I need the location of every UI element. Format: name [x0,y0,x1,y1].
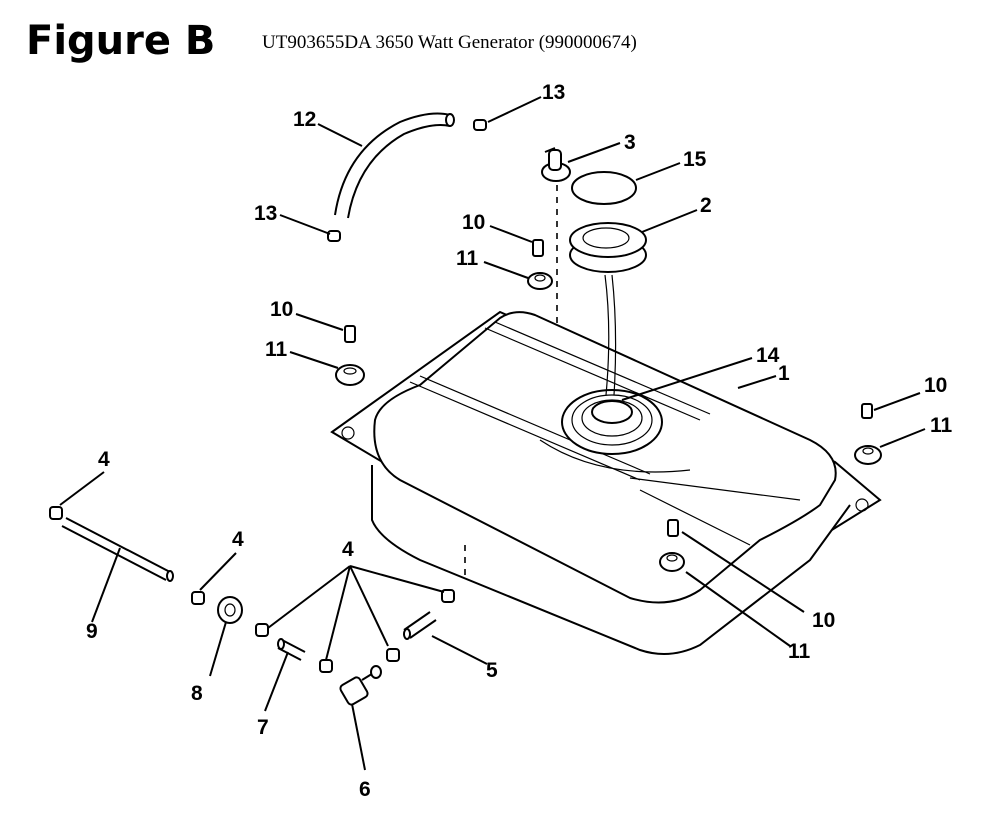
callout-4: 4 [342,538,354,561]
fuel-line-long [61,517,174,582]
hose-clamp [49,506,63,520]
callout-8: 8 [191,682,203,705]
callout-3: 3 [624,131,636,154]
callout-1: 1 [778,362,790,385]
fuel-tank [330,310,882,655]
callout-labels: 13 12 3 15 2 13 10 11 10 11 14 1 10 11 4… [86,81,953,801]
vent-hose [334,112,455,219]
hose-clamp-top [473,119,487,131]
callout-2: 2 [700,194,712,217]
callout-4: 4 [232,528,244,551]
callout-14: 14 [756,344,780,367]
figure-subtitle: UT903655DA 3650 Watt Generator (99000067… [262,32,637,53]
cap-tether [604,274,610,396]
callout-9: 9 [86,620,98,643]
callout-6: 6 [359,778,371,801]
spacer [861,403,873,419]
hose-clamp [255,623,269,637]
hose-clamp [386,648,400,662]
callout-10: 10 [812,609,835,632]
callout-11: 11 [788,640,811,663]
hose-clamp-left [327,230,341,242]
leader-lines [59,96,926,771]
spacer [344,325,356,343]
figure-title: Figure B [26,18,216,64]
callout-10: 10 [462,211,485,234]
hose-clamp [441,589,455,603]
fuel-shutoff-valve [339,665,382,706]
callout-10: 10 [270,298,293,321]
spacer [532,239,544,257]
callout-7: 7 [257,716,269,739]
callout-11: 11 [265,338,288,361]
callout-12: 12 [293,108,316,131]
callout-13: 13 [542,81,565,104]
hose-clamp [319,659,333,673]
callout-5: 5 [486,659,498,682]
grommet [527,272,553,290]
fuel-filter [217,596,243,624]
fuel-line-short [277,638,306,661]
callout-10: 10 [924,374,947,397]
callout-11: 11 [930,414,953,437]
spacer [667,519,679,537]
hose-clamp [191,591,205,605]
grommet [659,552,685,572]
fuel-line-outlet [403,611,437,640]
grommet [854,445,882,465]
callout-4: 4 [98,448,110,471]
cap-gasket [571,171,637,205]
fuel-cap [569,222,647,273]
grommet [335,364,365,386]
vent-valve [541,147,571,182]
callout-13: 13 [254,202,277,225]
callout-15: 15 [683,148,707,171]
callout-11: 11 [456,247,479,270]
